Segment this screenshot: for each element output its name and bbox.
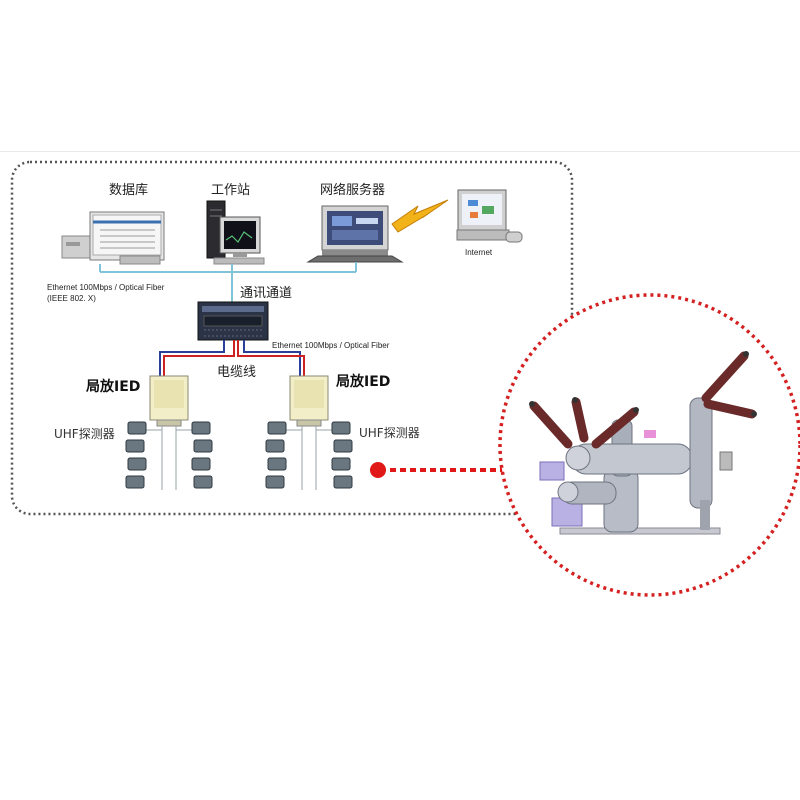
label-uhf-left: UHF探测器 xyxy=(54,427,115,441)
label-database: 数据库 xyxy=(109,183,149,198)
network-server-icon xyxy=(306,205,404,263)
uhf-sensors-left xyxy=(125,421,213,489)
label-ied-left: 局放IED xyxy=(86,379,141,395)
communication-switch-icon xyxy=(197,301,269,341)
internet-computer-icon xyxy=(456,189,523,243)
label-comm-channel: 通讯通道 xyxy=(240,286,293,301)
database-computer-icon xyxy=(61,211,165,265)
top-divider xyxy=(0,151,800,152)
cable-lines xyxy=(159,340,305,376)
uhf-sensors-right xyxy=(265,421,353,489)
sensor-wires-left xyxy=(140,426,198,490)
label-ethernet-mid: Ethernet 100Mbps / Optical Fiber xyxy=(272,341,390,350)
label-ied-right: 局放IED xyxy=(336,374,391,390)
ethernet-bus xyxy=(99,262,357,302)
label-network-server: 网络服务器 xyxy=(320,183,386,198)
location-marker-dot xyxy=(370,462,386,478)
label-cable: 电缆线 xyxy=(217,365,257,380)
gis-switchgear-icon xyxy=(529,351,757,535)
ied-box-left-icon xyxy=(149,375,189,427)
ied-box-right-icon xyxy=(289,375,329,427)
label-uhf-right: UHF探测器 xyxy=(359,426,420,440)
label-ieee: (IEEE 802. X) xyxy=(47,294,96,303)
label-workstation: 工作站 xyxy=(211,183,251,198)
sensor-wires-right xyxy=(280,426,338,490)
label-ethernet-top: Ethernet 100Mbps / Optical Fiber xyxy=(47,283,165,292)
workstation-computer-icon xyxy=(206,200,265,265)
label-internet: Internet xyxy=(465,248,493,257)
lightning-link-icon xyxy=(391,199,449,233)
